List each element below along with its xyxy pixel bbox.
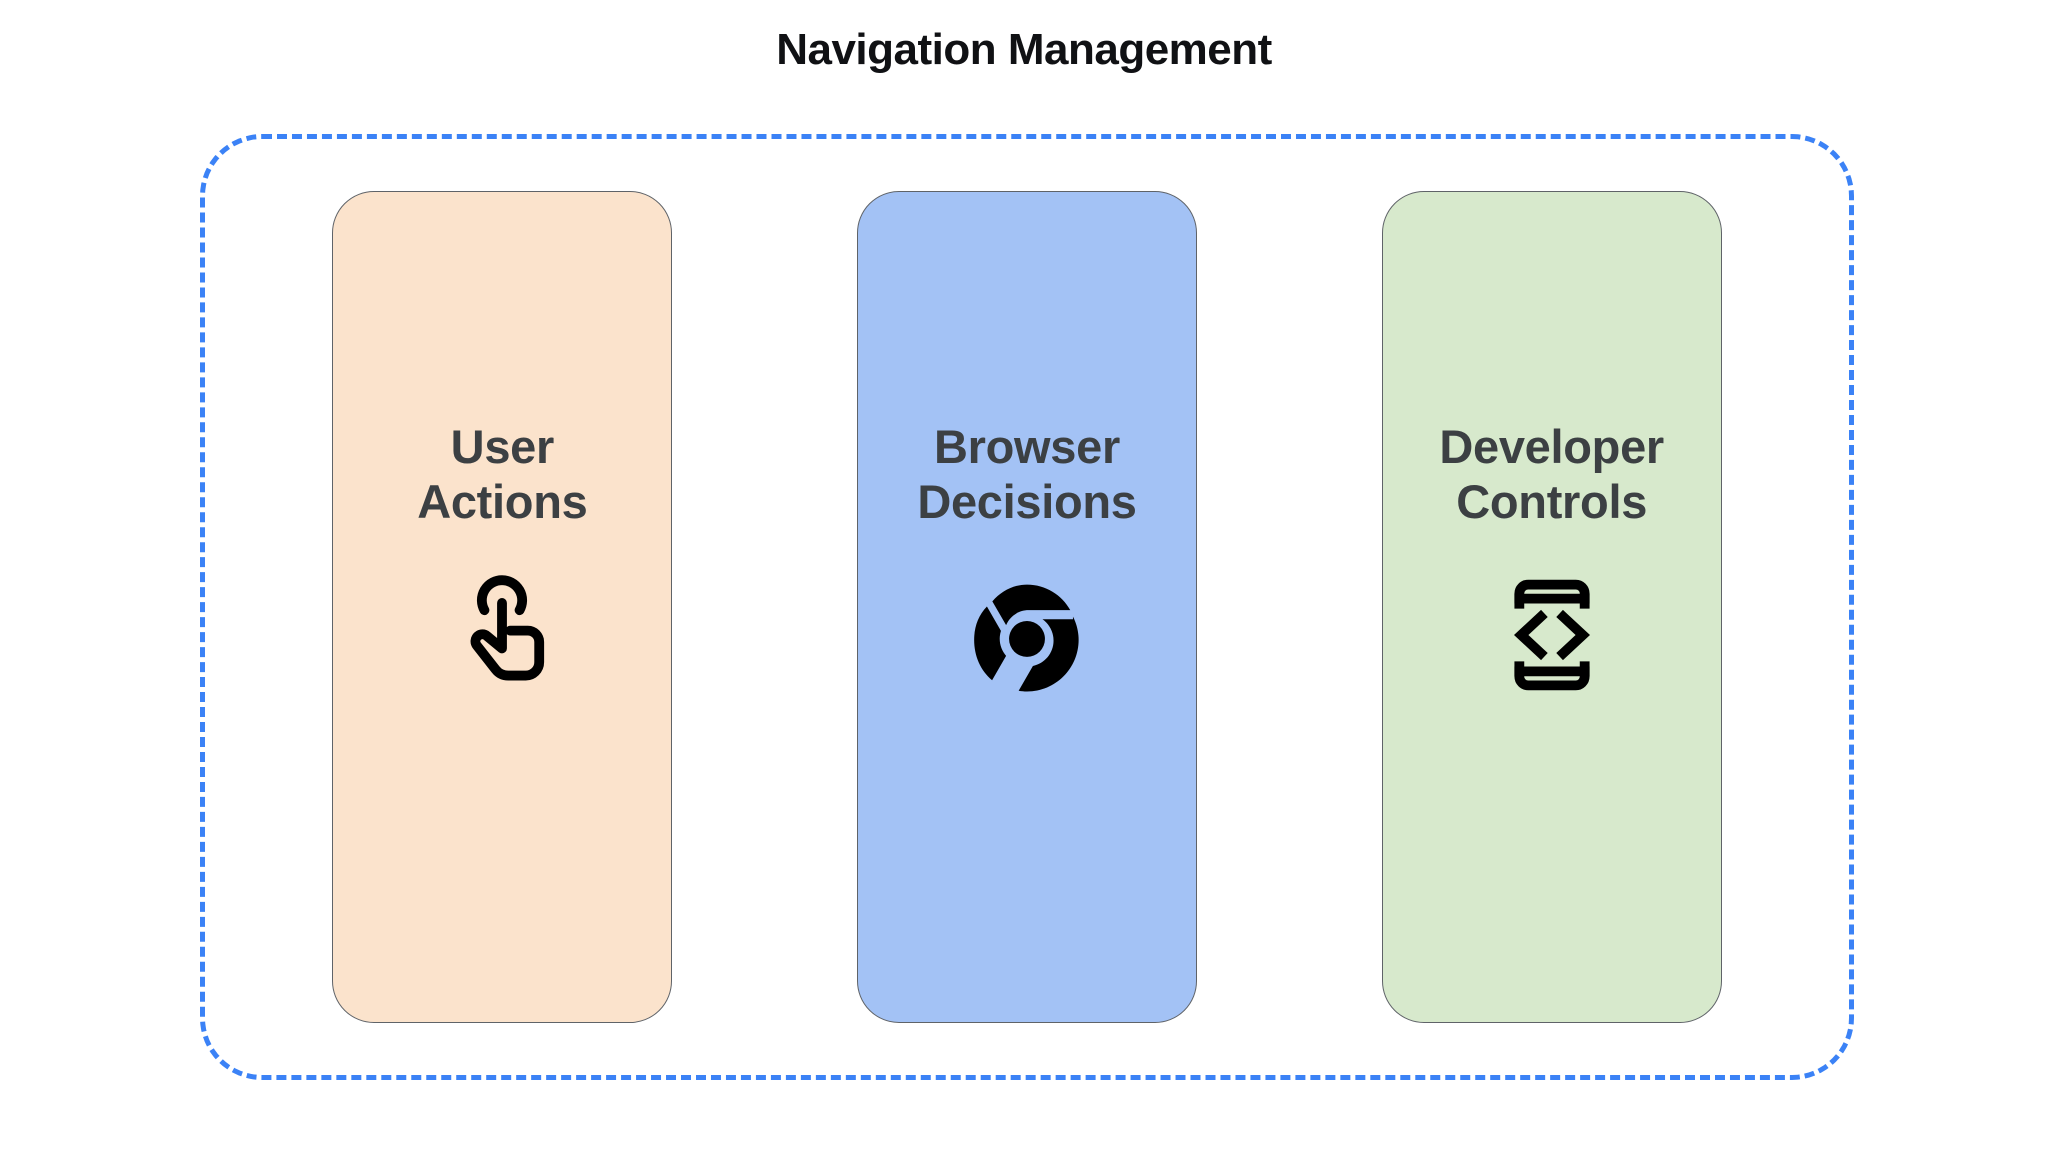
developer-mode-icon — [1490, 573, 1614, 697]
card-browser-decisions[interactable]: Browser Decisions — [856, 191, 1197, 1023]
card-developer-controls-label: Developer Controls — [1439, 420, 1664, 528]
card-user-actions[interactable]: User Actions — [332, 191, 673, 1023]
chrome-logo-icon — [965, 573, 1089, 697]
cards-row: User Actions Browser Decisions — [200, 134, 1854, 1080]
card-browser-decisions-label: Browser Decisions — [917, 420, 1137, 528]
navigation-management-group-frame — [200, 134, 1854, 1080]
card-developer-controls[interactable]: Developer Controls — [1381, 191, 1722, 1023]
card-user-actions-label: User Actions — [417, 420, 588, 528]
touch-app-icon — [440, 573, 564, 697]
page-title: Navigation Management — [776, 25, 1272, 74]
